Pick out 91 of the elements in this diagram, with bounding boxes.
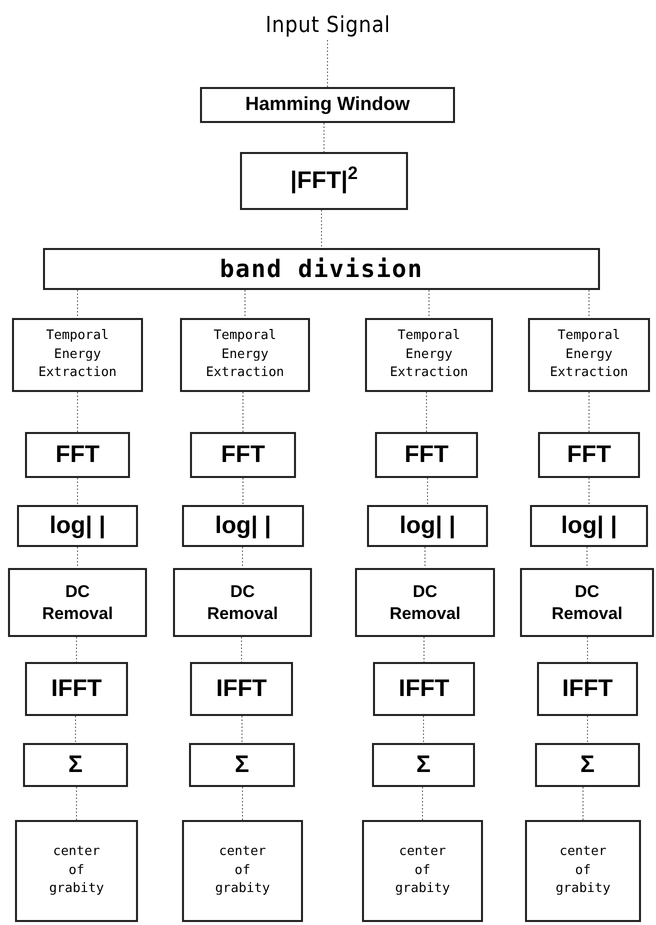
connector-line: [582, 786, 584, 820]
connector-line: [426, 392, 427, 432]
block-label: DC Removal: [552, 581, 622, 624]
connector-line: [242, 786, 243, 820]
block-label: Hamming Window: [245, 92, 410, 117]
block-label: Temporal Energy Extraction: [390, 326, 468, 382]
process-box: [12, 318, 143, 392]
block-label: DC Removal: [42, 581, 113, 624]
process-box: [15, 820, 138, 922]
block-label: Temporal Energy Extraction: [38, 326, 117, 382]
block-label: Temporal Energy Extraction: [206, 326, 284, 382]
process-box: [180, 318, 310, 392]
connector-line: [588, 392, 590, 432]
connector-line: [427, 478, 428, 506]
block-label: log| |: [399, 511, 456, 541]
connector-line: [242, 478, 244, 506]
process-box: [200, 87, 455, 123]
connector-line: [76, 636, 77, 662]
connector-line: [587, 636, 588, 662]
block-label: DC Removal: [207, 581, 278, 624]
connector-line: [241, 636, 242, 662]
block-label: FFT: [567, 440, 611, 470]
block-label: Σ: [68, 750, 83, 780]
process-box: [365, 318, 493, 392]
process-box: [355, 568, 495, 637]
block-label: center of grabity: [215, 842, 270, 898]
block-label: Σ: [234, 750, 250, 780]
block-label: center of grabity: [556, 842, 610, 898]
process-box: [240, 152, 408, 210]
process-box: [190, 432, 296, 478]
process-box: [173, 568, 312, 637]
connector-line: [327, 40, 328, 88]
block-label: FFT: [56, 440, 100, 470]
process-box: [537, 662, 638, 716]
process-box: [182, 820, 303, 922]
connector-line: [586, 546, 588, 568]
block-label: DC Removal: [390, 581, 460, 624]
input-label: Input Signal: [266, 12, 390, 40]
connector-line: [428, 290, 430, 318]
connector-line: [77, 478, 78, 506]
process-box: [182, 505, 304, 547]
block-label: |FFT|$^{2}$: [290, 163, 358, 196]
process-box: [373, 662, 475, 716]
process-box: [375, 432, 478, 478]
process-box: [538, 432, 640, 478]
connector-line: [423, 716, 424, 744]
connector-line: [77, 392, 78, 432]
block-label: IFFT: [51, 674, 102, 704]
process-box: [528, 318, 650, 392]
connector-line: [242, 546, 243, 568]
process-box: [362, 820, 483, 922]
process-box: [17, 505, 138, 547]
process-box: [372, 743, 475, 787]
connector-line: [588, 478, 590, 506]
block-label: log| |: [560, 511, 618, 541]
connector-line: [321, 210, 322, 248]
block-label: IFFT: [216, 674, 267, 704]
process-box: [367, 505, 488, 547]
block-label: Σ: [580, 750, 595, 780]
connector-line: [587, 716, 588, 744]
process-box: [25, 432, 130, 478]
process-box: [530, 505, 648, 547]
connector-line: [244, 290, 246, 318]
process-box: [190, 662, 293, 716]
connector-line: [75, 716, 76, 744]
process-box: [535, 743, 640, 787]
block-label: center of grabity: [395, 842, 450, 898]
connector-line: [77, 546, 78, 568]
connector-line: [588, 290, 590, 318]
process-box: [8, 568, 147, 637]
block-label: Temporal Energy Extraction: [550, 326, 628, 382]
connector-line: [242, 392, 244, 432]
block-label: FFT: [221, 440, 265, 470]
process-box: [520, 568, 654, 637]
block-label: log| |: [214, 511, 272, 541]
block-label: band division: [220, 254, 424, 285]
process-box: [189, 743, 295, 787]
connector-line: [77, 290, 78, 318]
process-box: [43, 248, 600, 290]
block-label: Σ: [416, 750, 431, 780]
process-box: [23, 743, 128, 787]
block-label: center of grabity: [49, 842, 104, 898]
process-box: [25, 662, 128, 716]
block-label: FFT: [404, 440, 448, 470]
connector-line: [424, 546, 426, 568]
connector-line: [76, 786, 77, 820]
process-box: [525, 820, 641, 922]
block-label: IFFT: [398, 674, 450, 704]
block-label: log| |: [49, 511, 106, 541]
block-label: IFFT: [562, 674, 613, 704]
connector-line: [422, 786, 423, 820]
